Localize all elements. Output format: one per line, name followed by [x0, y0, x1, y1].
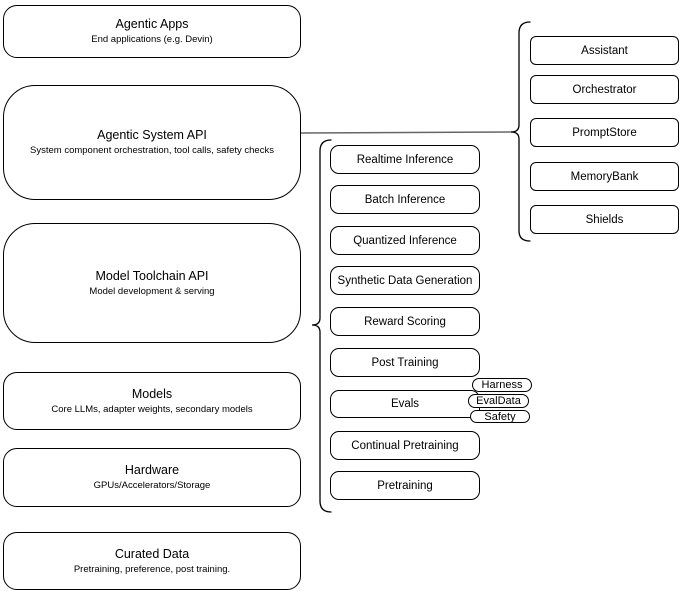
- node-label: EvalData: [476, 395, 521, 407]
- node-models: Models Core LLMs, adapter weights, secon…: [3, 372, 301, 430]
- node-post-training: Post Training: [330, 348, 480, 377]
- node-agentic-apps: Agentic Apps End applications (e.g. Devi…: [3, 5, 301, 58]
- node-title: Agentic Apps: [115, 17, 189, 31]
- node-subtitle: System component orchestration, tool cal…: [30, 145, 274, 156]
- node-subtitle: End applications (e.g. Devin): [91, 34, 213, 45]
- node-label: Shields: [585, 213, 624, 226]
- node-subtitle: Pretraining, preference, post training.: [73, 563, 231, 575]
- connector-line-system-api: [300, 131, 512, 134]
- node-subtitle: Model development & serving: [89, 285, 215, 297]
- node-pretraining: Pretraining: [330, 471, 480, 500]
- node-label: Synthetic Data Generation: [337, 274, 473, 287]
- node-curated-data: Curated Data Pretraining, preference, po…: [3, 532, 301, 590]
- brace-toolchain-components: [311, 139, 332, 513]
- node-label: Quantized Inference: [353, 234, 457, 247]
- node-title: Model Toolchain API: [95, 268, 209, 283]
- node-label: MemoryBank: [570, 170, 639, 183]
- node-label: Assistant: [581, 44, 628, 57]
- node-label: Realtime Inference: [356, 153, 454, 166]
- node-title: Curated Data: [114, 546, 190, 561]
- node-memorybank: MemoryBank: [530, 162, 679, 191]
- node-subtitle: Core LLMs, adapter weights, secondary mo…: [51, 403, 253, 415]
- node-continual-pretraining: Continual Pretraining: [330, 431, 480, 460]
- node-label: Post Training: [371, 356, 439, 369]
- node-evals: Evals: [330, 390, 480, 418]
- node-title: Agentic System API: [97, 128, 207, 142]
- node-eval-safety: Safety: [470, 410, 530, 423]
- node-agentic-system-api: Agentic System API System component orch…: [3, 85, 301, 200]
- node-label: Continual Pretraining: [351, 439, 459, 452]
- node-hardware: Hardware GPUs/Accelerators/Storage: [3, 448, 301, 507]
- node-assistant: Assistant: [530, 36, 679, 65]
- node-label: Evals: [390, 398, 420, 410]
- node-promptstore: PromptStore: [530, 118, 679, 147]
- node-title: Hardware: [124, 463, 180, 477]
- node-synthetic-data-generation: Synthetic Data Generation: [330, 266, 480, 295]
- node-realtime-inference: Realtime Inference: [330, 145, 480, 174]
- node-label: Reward Scoring: [364, 315, 446, 328]
- node-model-toolchain-api: Model Toolchain API Model development & …: [3, 223, 301, 343]
- node-reward-scoring: Reward Scoring: [330, 307, 480, 336]
- brace-system-components: [510, 21, 531, 242]
- node-label: Harness: [481, 379, 523, 391]
- node-label: Safety: [484, 410, 516, 423]
- node-batch-inference: Batch Inference: [330, 185, 480, 214]
- node-label: Pretraining: [377, 479, 433, 492]
- node-quantized-inference: Quantized Inference: [330, 226, 480, 255]
- node-eval-evaldata: EvalData: [468, 394, 529, 408]
- node-label: Batch Inference: [364, 193, 446, 206]
- node-label: Orchestrator: [572, 83, 637, 96]
- node-label: PromptStore: [572, 126, 637, 139]
- node-eval-harness: Harness: [472, 378, 532, 392]
- node-subtitle: GPUs/Accelerators/Storage: [93, 480, 211, 491]
- node-title: Models: [131, 386, 173, 401]
- node-shields: Shields: [530, 205, 679, 234]
- node-orchestrator: Orchestrator: [530, 75, 679, 104]
